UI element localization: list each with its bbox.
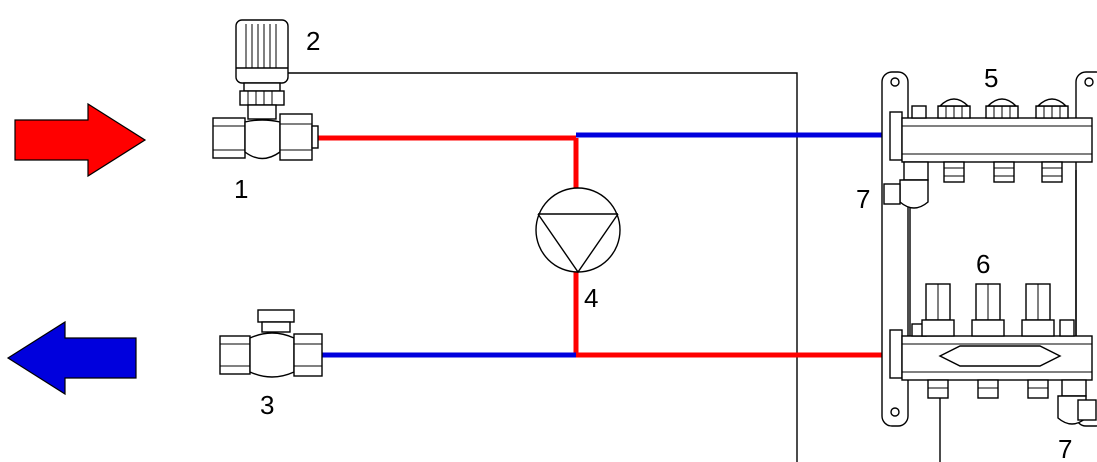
label-drain-valve-top: 7 bbox=[856, 184, 870, 214]
arrow-right-icon bbox=[14, 102, 147, 178]
thermostatic-valve-icon bbox=[212, 104, 319, 161]
label-supply-manifold: 5 bbox=[984, 63, 998, 93]
pipes bbox=[313, 132, 888, 358]
label-circulation-pump: 4 bbox=[584, 283, 598, 313]
return-valve-icon bbox=[219, 309, 323, 378]
thermostatic-head-icon bbox=[235, 19, 289, 106]
drain-valve-icon bbox=[1057, 379, 1097, 425]
supply-manifold-icon bbox=[889, 98, 1093, 183]
capillary-line bbox=[288, 72, 798, 462]
return-manifold-icon bbox=[889, 283, 1093, 399]
label-thermostatic-head: 2 bbox=[306, 26, 320, 56]
pump-icon bbox=[535, 187, 621, 274]
arrow-left-icon bbox=[6, 320, 137, 396]
label-return-manifold: 6 bbox=[976, 249, 990, 279]
label-return-valve: 3 bbox=[260, 390, 274, 420]
label-drain-valve-bottom: 7 bbox=[1058, 434, 1072, 462]
label-thermostatic-valve: 1 bbox=[234, 174, 248, 204]
drain-valve-icon bbox=[883, 161, 929, 209]
